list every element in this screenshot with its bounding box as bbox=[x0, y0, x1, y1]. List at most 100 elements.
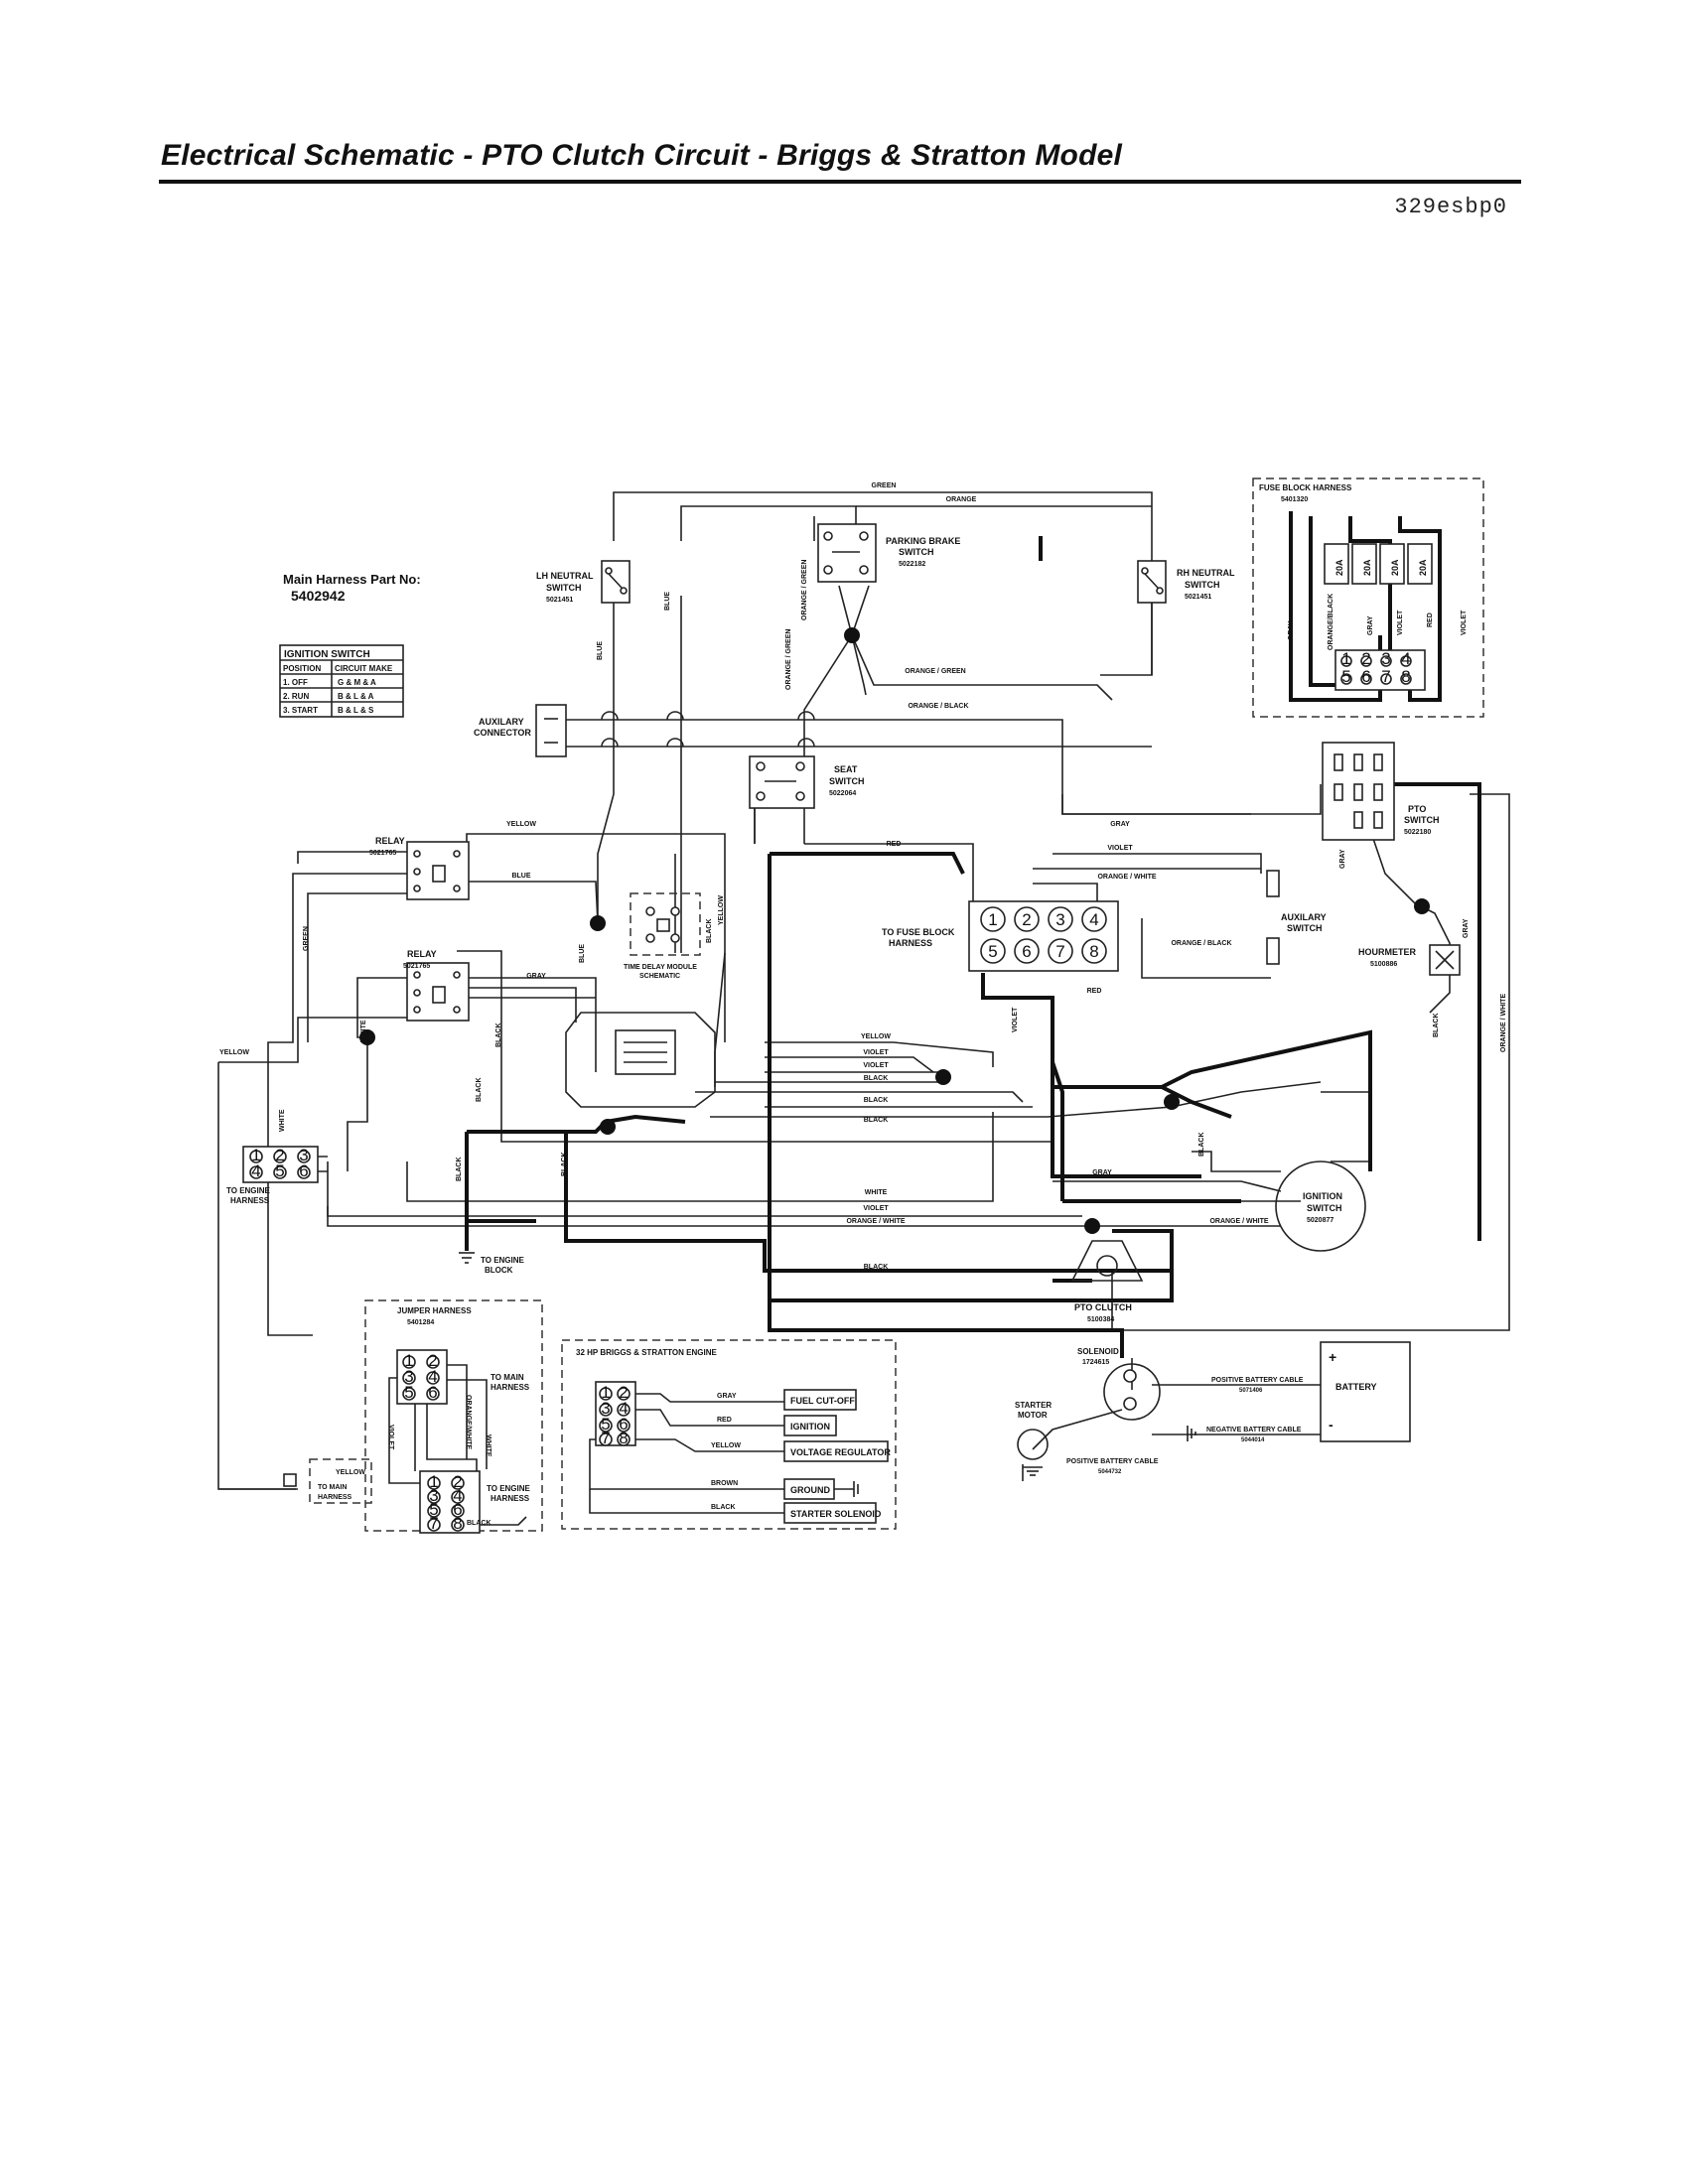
svg-text:ORANGE / GREEN: ORANGE / GREEN bbox=[905, 668, 965, 675]
negative-battery-cable-part: 5044014 bbox=[1241, 1437, 1265, 1443]
svg-text:PARKING BRAKE: PARKING BRAKE bbox=[886, 536, 960, 546]
svg-text:7: 7 bbox=[601, 1429, 610, 1447]
svg-text:SEAT: SEAT bbox=[834, 764, 858, 774]
svg-text:ORANGE / WHITE: ORANGE / WHITE bbox=[1209, 1218, 1268, 1225]
ignition-switch: IGNITION SWITCH 5020877 bbox=[1275, 1160, 1366, 1252]
svg-text:ORANGE/BLACK: ORANGE/BLACK bbox=[1328, 594, 1334, 650]
svg-text:BLACK: BLACK bbox=[864, 1264, 889, 1271]
jumper-harness: JUMPER HARNESS 5401284 1 2 3 4 5 6 TO MA… bbox=[364, 1299, 543, 1534]
svg-text:4: 4 bbox=[1401, 649, 1410, 668]
harness-part-label: Main Harness Part No: bbox=[283, 572, 421, 587]
relay-lower: RELAY 5021765 bbox=[403, 949, 470, 1022]
svg-text:ORANGE / GREEN: ORANGE / GREEN bbox=[801, 560, 808, 620]
svg-text:1: 1 bbox=[1341, 649, 1350, 668]
svg-text:BLACK: BLACK bbox=[706, 919, 713, 944]
svg-text:5: 5 bbox=[988, 942, 997, 961]
svg-text:2: 2 bbox=[1022, 910, 1031, 929]
svg-text:6: 6 bbox=[1022, 942, 1031, 961]
svg-text:20A: 20A bbox=[1418, 559, 1428, 576]
seat-switch: SEAT SWITCH 5022064 bbox=[749, 755, 865, 809]
svg-text:1: 1 bbox=[601, 1383, 610, 1402]
svg-text:5021765: 5021765 bbox=[403, 963, 430, 970]
svg-text:3: 3 bbox=[404, 1367, 413, 1386]
svg-text:4: 4 bbox=[453, 1486, 462, 1505]
svg-text:GRAY: GRAY bbox=[526, 973, 546, 980]
svg-text:6: 6 bbox=[1361, 667, 1370, 686]
svg-text:PTO: PTO bbox=[1408, 804, 1426, 814]
svg-text:ORANGE / BLACK: ORANGE / BLACK bbox=[1171, 940, 1231, 947]
negative-battery-cable: NEGATIVE BATTERY CABLE bbox=[1206, 1427, 1302, 1433]
svg-text:4: 4 bbox=[428, 1367, 437, 1386]
svg-text:YELLOW: YELLOW bbox=[506, 821, 536, 828]
svg-text:6: 6 bbox=[619, 1415, 628, 1433]
svg-text:SOLENOID: SOLENOID bbox=[1077, 1347, 1119, 1356]
svg-text:GRAY: GRAY bbox=[717, 1393, 737, 1400]
svg-text:SWITCH: SWITCH bbox=[899, 547, 934, 557]
ignition-switch-table: IGNITION SWITCH POSITION CIRCUIT MAKE 1.… bbox=[279, 644, 404, 718]
svg-text:VIOLET: VIOLET bbox=[387, 1425, 394, 1450]
fuse-block-harness: FUSE BLOCK HARNESS 5401320 20A 20A 20A 2… bbox=[1252, 478, 1484, 718]
svg-text:5021451: 5021451 bbox=[1185, 594, 1211, 601]
ignition-table-row3-circuit: B & L & S bbox=[338, 706, 374, 715]
svg-text:HARNESS: HARNESS bbox=[491, 1383, 530, 1392]
svg-text:5: 5 bbox=[429, 1500, 438, 1519]
ignition-table-title: IGNITION SWITCH bbox=[284, 649, 370, 660]
title-rule bbox=[159, 180, 1521, 184]
svg-text:TO MAIN: TO MAIN bbox=[491, 1373, 524, 1382]
svg-text:8: 8 bbox=[1089, 942, 1098, 961]
positive-battery-cable-bottom: POSITIVE BATTERY CABLE bbox=[1066, 1458, 1159, 1465]
svg-text:SCHEMATIC: SCHEMATIC bbox=[639, 973, 680, 980]
svg-text:HARNESS: HARNESS bbox=[318, 1494, 352, 1501]
svg-text:GROUND: GROUND bbox=[790, 1485, 830, 1495]
svg-text:3: 3 bbox=[1381, 649, 1390, 668]
svg-text:6: 6 bbox=[453, 1500, 462, 1519]
svg-text:5021451: 5021451 bbox=[546, 597, 573, 604]
svg-text:+: + bbox=[1329, 1349, 1336, 1365]
svg-text:GREEN: GREEN bbox=[872, 482, 897, 489]
svg-text:5022180: 5022180 bbox=[1404, 829, 1431, 836]
ignition-table-row1-circuit: G & M & A bbox=[338, 678, 376, 687]
briggs-engine-box: 32 HP BRIGGS & STRATTON ENGINE 1 2 3 4 5… bbox=[561, 1339, 897, 1530]
positive-battery-cable-top-part: 5071406 bbox=[1239, 1388, 1263, 1394]
svg-text:4: 4 bbox=[1089, 910, 1098, 929]
svg-text:HOURMETER: HOURMETER bbox=[1358, 947, 1416, 957]
svg-text:6: 6 bbox=[428, 1383, 437, 1402]
svg-text:WHITE: WHITE bbox=[485, 1434, 491, 1457]
svg-text:1: 1 bbox=[429, 1472, 438, 1491]
svg-text:4: 4 bbox=[619, 1399, 628, 1418]
svg-text:ORANGE / BLACK: ORANGE / BLACK bbox=[908, 703, 968, 710]
svg-text:GRAY: GRAY bbox=[1092, 1169, 1112, 1176]
svg-text:IGNITION: IGNITION bbox=[790, 1422, 830, 1432]
ignition-table-row2-circuit: B & L & A bbox=[338, 692, 374, 701]
svg-text:2: 2 bbox=[453, 1472, 462, 1491]
ignition-table-header-position: POSITION bbox=[283, 664, 321, 673]
svg-text:BLACK: BLACK bbox=[864, 1097, 889, 1104]
svg-text:3: 3 bbox=[601, 1399, 610, 1418]
svg-text:YELLOW: YELLOW bbox=[861, 1033, 891, 1040]
svg-text:ORANGE: ORANGE bbox=[946, 496, 977, 503]
svg-text:BLACK: BLACK bbox=[711, 1504, 736, 1511]
svg-text:SWITCH: SWITCH bbox=[1185, 580, 1220, 590]
svg-text:BLACK: BLACK bbox=[1433, 1014, 1440, 1038]
svg-text:YELLOW: YELLOW bbox=[219, 1049, 249, 1056]
engine-harness-connector: 1 2 3 4 5 6 TO ENGINE HARNESS bbox=[226, 1146, 319, 1205]
ignition-table-row3-pos: 3. START bbox=[283, 706, 318, 715]
svg-text:RH NEUTRAL: RH NEUTRAL bbox=[1177, 568, 1235, 578]
svg-text:VIOLET: VIOLET bbox=[1461, 610, 1468, 635]
svg-text:1: 1 bbox=[251, 1146, 260, 1164]
svg-text:SWITCH: SWITCH bbox=[546, 583, 582, 593]
svg-text:AUXILARY: AUXILARY bbox=[479, 717, 524, 727]
svg-text:SWITCH: SWITCH bbox=[1404, 815, 1440, 825]
svg-text:WHITE: WHITE bbox=[865, 1189, 888, 1196]
document-code: 329esbp0 bbox=[1394, 195, 1507, 219]
svg-text:BLACK: BLACK bbox=[495, 1024, 502, 1048]
svg-text:HARNESS: HARNESS bbox=[230, 1196, 270, 1205]
svg-text:2: 2 bbox=[275, 1146, 284, 1164]
svg-text:2: 2 bbox=[619, 1383, 628, 1402]
svg-text:5022064: 5022064 bbox=[829, 790, 856, 797]
auxiliary-switch: AUXILARY SWITCH bbox=[1266, 870, 1327, 965]
svg-text:RED: RED bbox=[1427, 613, 1434, 627]
svg-text:HARNESS: HARNESS bbox=[491, 1494, 530, 1503]
svg-text:5: 5 bbox=[275, 1161, 284, 1180]
